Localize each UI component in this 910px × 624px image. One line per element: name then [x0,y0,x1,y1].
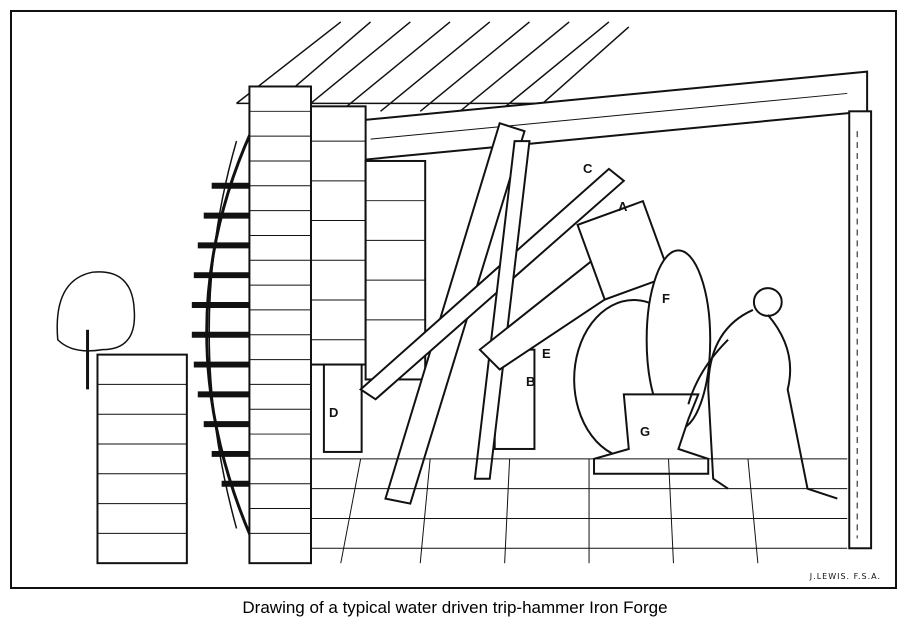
stone-wall [248,85,427,565]
outer-wall [96,353,188,565]
right-post [848,110,873,550]
hammer-helve [478,199,672,371]
part-label-b: B [526,374,536,389]
image-caption: Drawing of a typical water driven trip-h… [242,598,668,617]
tree [56,271,136,390]
part-label-f: F [662,291,670,306]
anvil [593,393,710,475]
water-wheel [191,130,257,539]
worker-figure [687,287,838,500]
part-label-c: C [583,161,593,176]
part-label-e: E [542,346,551,361]
post-d [322,363,363,453]
part-label-g: G [640,424,651,439]
forge-illustration: C A F E B D G J.LEWIS. F.S.A. [10,10,897,589]
diagonal-timbers [359,121,626,505]
roof-beam [349,70,869,163]
part-label-d: D [329,405,339,420]
forge-drawing [56,21,873,565]
floor [310,458,848,564]
part-label-a: A [618,199,628,214]
artist-signature: J.LEWIS. F.S.A. [809,572,881,581]
